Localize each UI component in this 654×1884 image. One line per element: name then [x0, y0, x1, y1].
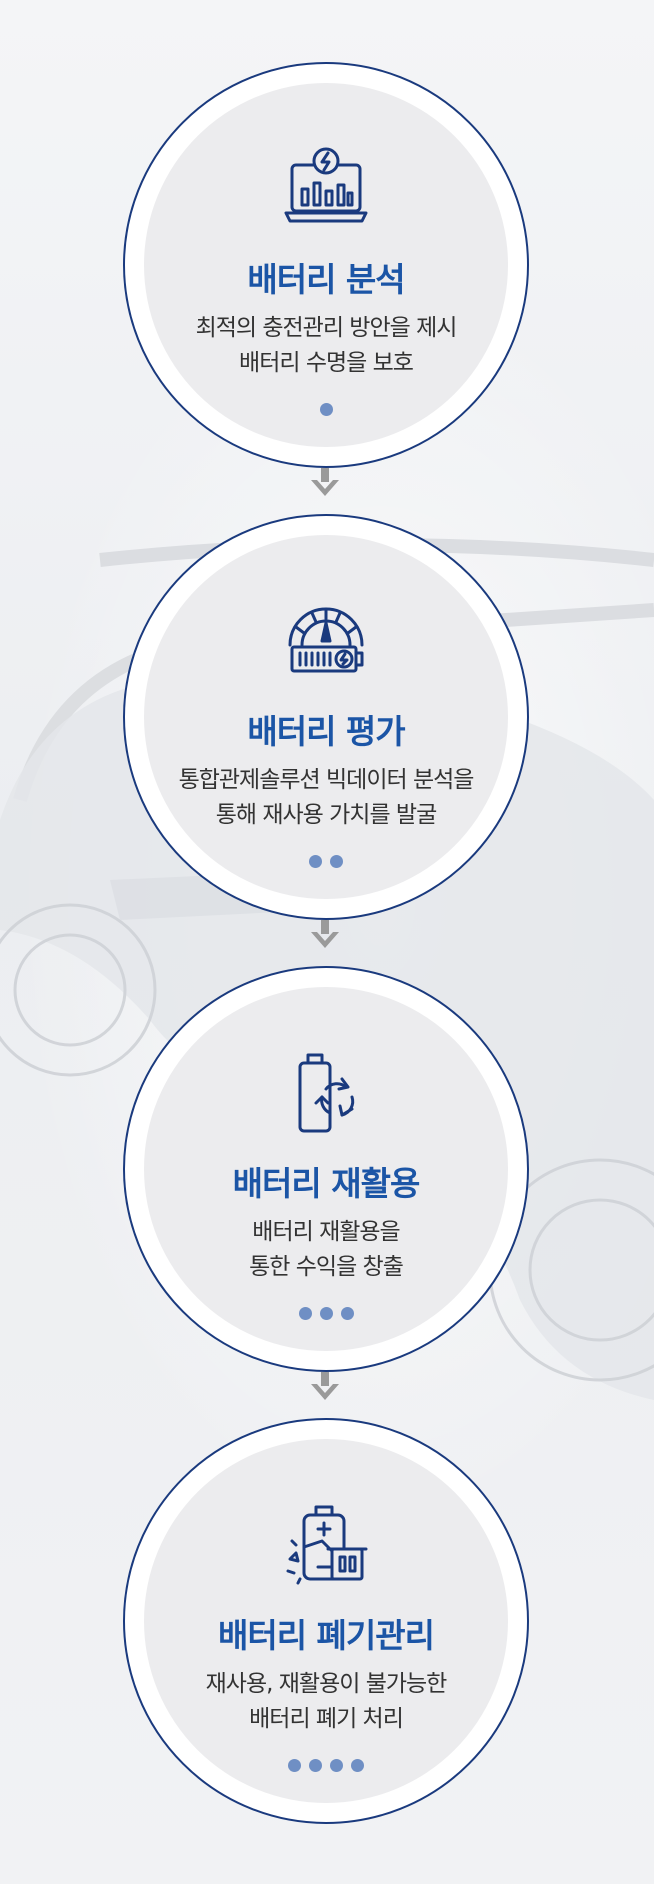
arrow-down-icon [311, 468, 339, 496]
step-desc-line: 재사용, 재활용이 불가능한 [205, 1671, 448, 1697]
step-title: 배터리 분석 [247, 260, 405, 299]
battery-gauge-icon [288, 607, 364, 673]
indicator-dot [340, 1307, 354, 1320]
step-desc-line: 배터리 수명을 보호 [239, 350, 414, 376]
step-indicator-dots [144, 855, 508, 869]
step-desc-line: 통해 재사용 가치를 발굴 [215, 802, 438, 828]
indicator-dot [319, 403, 333, 416]
step-battery-analysis: 배터리 분석 최적의 충전관리 방안을 제시 배터리 수명을 보호 [123, 62, 529, 468]
step-inner-circle: 배터리 폐기관리 재사용, 재활용이 불가능한 배터리 폐기 처리 [144, 1439, 508, 1803]
step-description: 통합관제솔루션 빅데이터 분석을 통해 재사용 가치를 발굴 [144, 763, 508, 833]
arrow-down-icon [311, 1372, 339, 1400]
laptop-bolt-chart-icon [284, 147, 368, 223]
indicator-dot [330, 1759, 343, 1772]
battery-disposal-icon [286, 1505, 368, 1585]
step-desc-line: 배터리 재활용을 [252, 1219, 400, 1245]
step-inner-circle: 배터리 재활용 배터리 재활용을 통한 수익을 창출 [144, 987, 508, 1351]
step-inner-circle: 배터리 평가 통합관제솔루션 빅데이터 분석을 통해 재사용 가치를 발굴 [144, 535, 508, 899]
indicator-dot [351, 1759, 364, 1772]
battery-recycle-icon [298, 1053, 355, 1133]
step-title: 배터리 폐기관리 [217, 1616, 435, 1655]
indicator-dot [319, 1307, 333, 1320]
indicator-dot [309, 1759, 322, 1772]
step-description: 최적의 충전관리 방안을 제시 배터리 수명을 보호 [144, 311, 508, 381]
step-inner-circle: 배터리 분석 최적의 충전관리 방안을 제시 배터리 수명을 보호 [144, 83, 508, 447]
step-description: 재사용, 재활용이 불가능한 배터리 폐기 처리 [144, 1667, 508, 1737]
step-indicator-dots [144, 1307, 508, 1321]
step-desc-line: 최적의 충전관리 방안을 제시 [195, 315, 458, 341]
arrow-down-icon [311, 920, 339, 948]
step-desc-line: 배터리 폐기 처리 [249, 1706, 404, 1732]
step-battery-disposal: 배터리 폐기관리 재사용, 재활용이 불가능한 배터리 폐기 처리 [123, 1418, 529, 1824]
indicator-dot [298, 1307, 312, 1320]
step-title: 배터리 평가 [247, 712, 405, 751]
step-desc-line: 통한 수익을 창출 [249, 1254, 404, 1280]
indicator-dot [309, 855, 322, 868]
step-battery-recycling: 배터리 재활용 배터리 재활용을 통한 수익을 창출 [123, 966, 529, 1372]
step-description: 배터리 재활용을 통한 수익을 창출 [144, 1215, 508, 1285]
step-indicator-dots [144, 1759, 508, 1773]
step-title: 배터리 재활용 [232, 1164, 421, 1203]
indicator-dot [330, 855, 343, 868]
step-desc-line: 통합관제솔루션 빅데이터 분석을 [178, 767, 475, 793]
indicator-dot [288, 1759, 301, 1772]
step-battery-evaluation: 배터리 평가 통합관제솔루션 빅데이터 분석을 통해 재사용 가치를 발굴 [123, 514, 529, 920]
step-indicator-dots [144, 403, 508, 417]
